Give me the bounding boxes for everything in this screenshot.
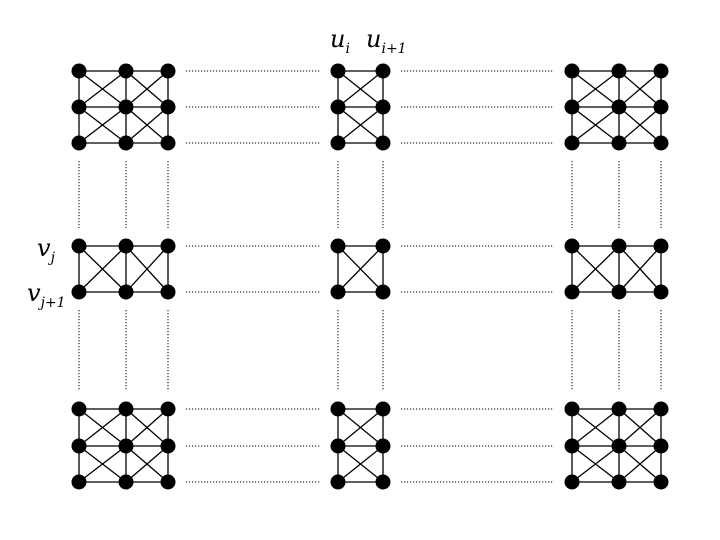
vertex (611, 401, 627, 417)
edge (125, 70, 169, 108)
vertex (611, 135, 627, 151)
vertex (118, 238, 134, 254)
vertex (611, 474, 627, 490)
edge (618, 106, 662, 144)
vertex (118, 401, 134, 417)
edge (78, 70, 127, 108)
vertex (375, 63, 391, 79)
vertex (330, 284, 346, 300)
vertex (118, 474, 134, 490)
edge (618, 445, 662, 483)
vertex (611, 238, 627, 254)
vertex (564, 135, 580, 151)
vertex (118, 284, 134, 300)
vertex (564, 438, 580, 454)
edge (337, 245, 384, 293)
edge (125, 106, 169, 144)
vertex (160, 135, 176, 151)
vertex (375, 135, 391, 151)
vertex (564, 401, 580, 417)
edge (337, 70, 384, 108)
vertex (71, 135, 87, 151)
label-u-i-plus-1: ui+1 (366, 25, 407, 57)
vertex (160, 438, 176, 454)
edge (78, 445, 127, 483)
vertex (330, 401, 346, 417)
vertex (611, 63, 627, 79)
vertex (118, 438, 134, 454)
vertex (375, 238, 391, 254)
vertex (653, 438, 669, 454)
edge (125, 445, 169, 483)
edge (618, 408, 662, 447)
vertex (653, 99, 669, 115)
vertex (653, 238, 669, 254)
vertex (375, 99, 391, 115)
label-v-j: vj (37, 234, 55, 266)
vertex (330, 238, 346, 254)
vertex (564, 63, 580, 79)
graph-edges (78, 70, 662, 483)
edge (337, 445, 384, 483)
vertex (71, 474, 87, 490)
vertex (375, 284, 391, 300)
edge (618, 70, 662, 108)
vertex (71, 99, 87, 115)
vertex (160, 474, 176, 490)
vertex (71, 284, 87, 300)
vertex (653, 284, 669, 300)
vertex (160, 238, 176, 254)
vertex (375, 438, 391, 454)
vertex (118, 63, 134, 79)
edge (618, 245, 662, 293)
vertex (71, 438, 87, 454)
vertex (330, 438, 346, 454)
edge (571, 408, 620, 447)
vertex (160, 63, 176, 79)
dotted-connectors (78, 70, 662, 483)
vertex (611, 99, 627, 115)
vertex (330, 474, 346, 490)
graph-vertices (71, 63, 669, 490)
vertex (375, 401, 391, 417)
vertex (611, 284, 627, 300)
vertex (564, 474, 580, 490)
edge (571, 445, 620, 483)
vertex (564, 99, 580, 115)
vertex (160, 284, 176, 300)
vertex (160, 99, 176, 115)
vertex (653, 135, 669, 151)
vertex (375, 474, 391, 490)
edge (78, 245, 127, 293)
vertex (71, 238, 87, 254)
vertex (330, 135, 346, 151)
vertex (118, 99, 134, 115)
vertex (160, 401, 176, 417)
vertex (564, 238, 580, 254)
label-v-j-plus-1: vj+1 (27, 279, 66, 311)
edge (337, 408, 384, 447)
vertex (71, 401, 87, 417)
vertex (653, 474, 669, 490)
edge (125, 408, 169, 447)
edge (78, 408, 127, 447)
vertex (653, 63, 669, 79)
edge (571, 70, 620, 108)
edge (125, 245, 169, 293)
edge (571, 245, 620, 293)
vertex (611, 438, 627, 454)
vertex (71, 63, 87, 79)
vertex (564, 284, 580, 300)
edge (78, 106, 127, 144)
vertex (118, 135, 134, 151)
vertex (330, 99, 346, 115)
edge (571, 106, 620, 144)
vertex (653, 401, 669, 417)
vertex (330, 63, 346, 79)
label-u-i: ui (330, 25, 350, 57)
edge (337, 106, 384, 144)
